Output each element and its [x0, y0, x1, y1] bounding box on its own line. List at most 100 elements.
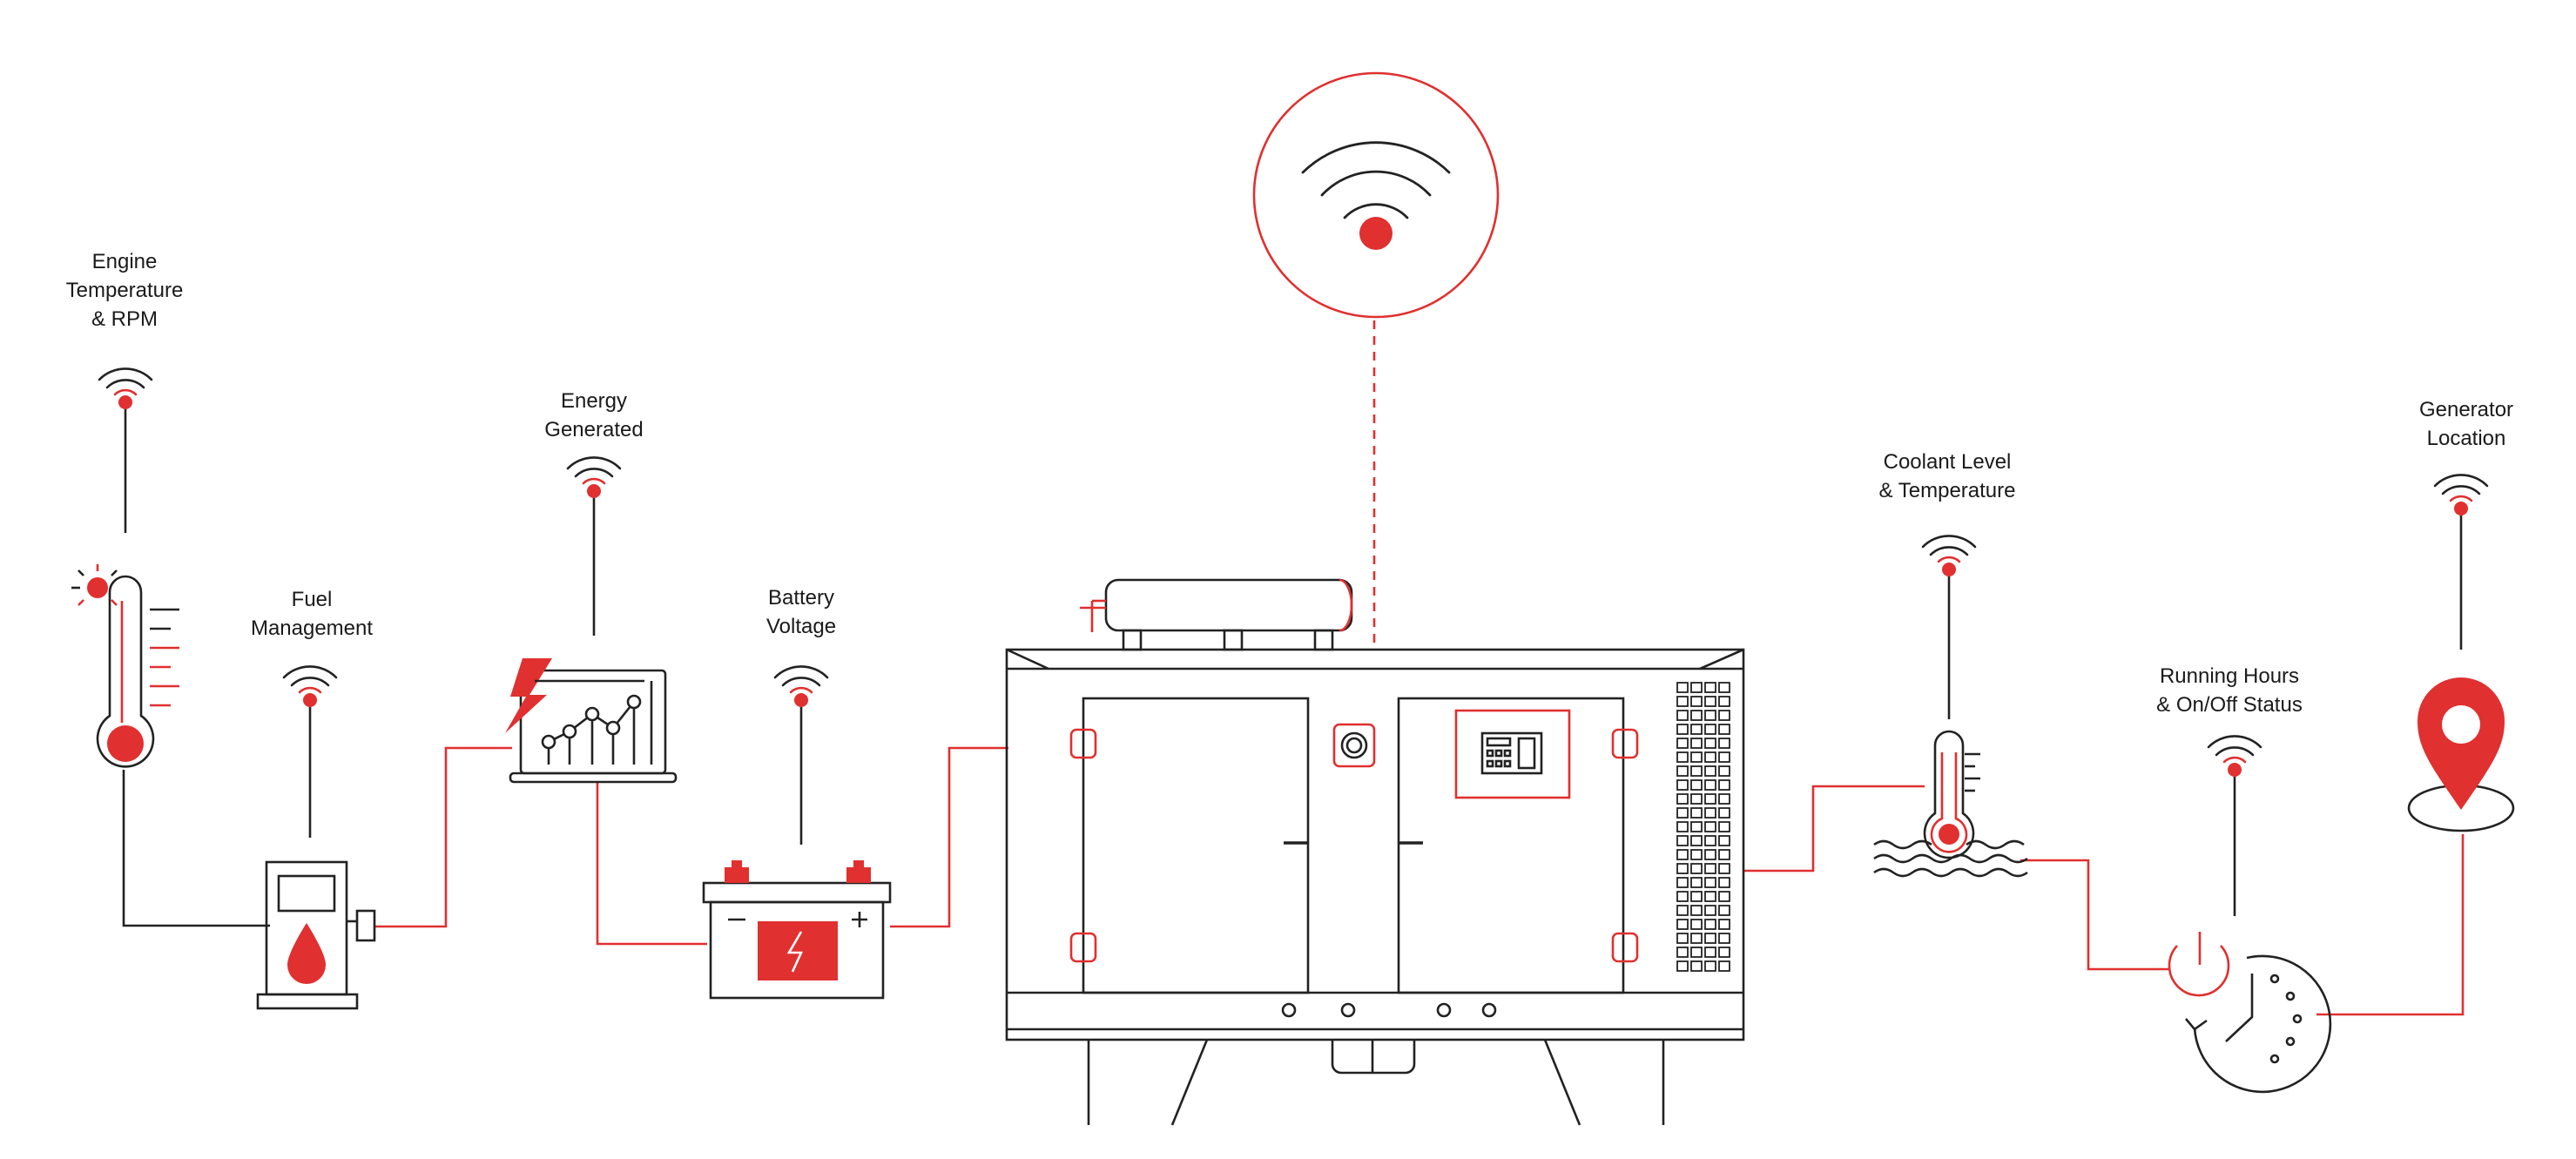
connections [122, 320, 2465, 1016]
battery-sensor [702, 665, 892, 1000]
engine-wifi-icon [98, 367, 153, 411]
vent-slot [1690, 960, 1703, 972]
fuel-sensor [256, 665, 376, 1010]
vent-slot [1676, 724, 1689, 735]
vent-slot [1704, 724, 1716, 735]
vent-slot [1676, 751, 1689, 763]
vent-slot [1704, 960, 1716, 972]
vent-slot [1690, 779, 1703, 791]
vent-slot [1690, 863, 1703, 874]
vent-slot [1704, 835, 1716, 846]
power-clock-icon [2168, 932, 2332, 1094]
vent-slot [1718, 863, 1730, 874]
vent-slot [1676, 682, 1689, 693]
vent-slot [1704, 779, 1716, 791]
vent-slot [1718, 933, 1730, 944]
vent-slot [1718, 849, 1730, 860]
vent-slot [1690, 919, 1703, 930]
vent-slot [1690, 724, 1703, 735]
location-sensor [2407, 474, 2515, 832]
vent-slot [1690, 835, 1703, 846]
energy-wifi-icon [566, 456, 622, 500]
vent-slot [1718, 765, 1730, 777]
fuel-energy-link [374, 746, 512, 928]
vent-slot [1690, 696, 1703, 707]
energy-sensor [505, 456, 678, 784]
thermometer-icon [71, 564, 179, 768]
vent-slot [1718, 835, 1730, 846]
vent-slot [1704, 682, 1716, 693]
vent-slot [1690, 765, 1703, 777]
location-wifi-icon [2433, 474, 2489, 517]
vent-slot [1690, 947, 1703, 958]
vent-slot [1718, 710, 1730, 721]
vent-slot [1704, 933, 1716, 944]
fuel-pump-icon [256, 860, 376, 1010]
running-sensor [2168, 735, 2332, 1094]
vent-slot [1690, 793, 1703, 805]
vent-slot [1690, 751, 1703, 763]
vent-slot [1690, 710, 1703, 721]
vent-slot [1718, 877, 1730, 888]
laptop-chart-icon [505, 658, 678, 784]
label-running: Running Hours & On/Off Status [2156, 664, 2303, 717]
vent-slot [1704, 696, 1716, 707]
coolant-running-link [2020, 859, 2170, 971]
vent-slot [1704, 710, 1716, 721]
vent-slot [1676, 710, 1689, 721]
vent-slot [1690, 849, 1703, 860]
vent-slot [1718, 793, 1730, 805]
generator-icon [1005, 578, 1745, 1126]
vent-slot [1718, 919, 1730, 930]
vent-slot [1718, 905, 1730, 916]
vent-slot [1676, 905, 1689, 916]
coolant-sensor [1873, 535, 2028, 878]
vent-slot [1690, 877, 1703, 888]
vent-slot [1704, 807, 1716, 819]
vent-slot [1676, 877, 1689, 888]
vent-slot [1676, 919, 1689, 930]
label-fuel: Fuel Management [250, 588, 374, 640]
energy-battery-link [596, 782, 707, 946]
vent-slot [1676, 849, 1689, 860]
vent-slot [1676, 891, 1689, 902]
generator-coolant-link [1743, 785, 1925, 873]
vent-slot [1676, 779, 1689, 791]
vent-slot [1690, 682, 1703, 693]
vent-slot [1718, 891, 1730, 902]
vent-slot [1676, 863, 1689, 874]
fuel-wifi-icon [282, 665, 338, 709]
vent-slot [1704, 821, 1716, 832]
vent-slot [1718, 751, 1730, 763]
vent-slot [1676, 696, 1689, 707]
vent-slot [1718, 682, 1730, 693]
vent-slot [1718, 960, 1730, 972]
vent-slot [1718, 947, 1730, 958]
vent-slot [1718, 724, 1730, 735]
vent-slot [1704, 765, 1716, 777]
vent-slot [1718, 779, 1730, 791]
battery-wifi-icon [773, 665, 829, 709]
vent-slot [1704, 793, 1716, 805]
engine-fuel-link [122, 770, 270, 927]
label-energy: Energy Generated [544, 389, 644, 441]
running-location-link [2316, 834, 2465, 1016]
vent-slot [1704, 849, 1716, 860]
vent-slot [1676, 807, 1689, 819]
running-wifi-icon [2207, 735, 2262, 778]
vent-slot [1676, 821, 1689, 832]
vent-slot [1676, 738, 1689, 749]
vent-slot [1704, 863, 1716, 874]
vent-slot [1718, 738, 1730, 749]
vent-slot [1690, 933, 1703, 944]
battery-icon [702, 860, 892, 1000]
vent-slot [1718, 821, 1730, 832]
vent-slot [1704, 751, 1716, 763]
vent-slot [1690, 738, 1703, 749]
vent-slot [1690, 891, 1703, 902]
battery-generator-link [890, 746, 1008, 928]
vent-slot [1718, 696, 1730, 707]
vent-slot [1704, 877, 1716, 888]
vent-slot [1690, 807, 1703, 819]
vent-slot [1704, 891, 1716, 902]
